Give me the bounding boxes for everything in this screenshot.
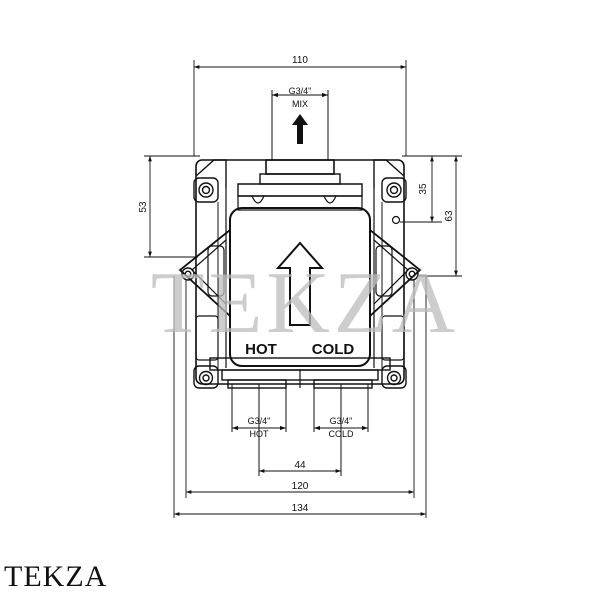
dim-35 xyxy=(400,155,442,223)
cold-thread-label: G3/4" xyxy=(330,416,353,426)
dim-134 xyxy=(173,276,427,518)
dim-44-label: 44 xyxy=(294,460,306,471)
cold-port-label: COLD xyxy=(328,429,354,439)
mix-port-label: MIX xyxy=(292,99,308,109)
inlet-ports xyxy=(231,384,369,476)
dim-63 xyxy=(418,155,462,277)
mix-arrow-icon xyxy=(292,114,308,144)
mix-outlet-stub xyxy=(237,159,363,197)
dim-120-label: 120 xyxy=(292,481,309,492)
mounting-ear-bottom-left xyxy=(193,365,219,389)
dim-35-label: 35 xyxy=(418,183,429,195)
dim-110 xyxy=(193,60,407,156)
body-label-hot: HOT xyxy=(245,341,277,358)
wing-bracket-right xyxy=(369,229,422,317)
mix-port xyxy=(271,90,329,160)
flow-arrow-icon xyxy=(275,241,325,326)
mix-thread-label: G3/4" xyxy=(289,86,312,96)
hot-thread-label: G3/4" xyxy=(248,416,271,426)
cover-plate xyxy=(229,207,371,367)
dim-53 xyxy=(144,155,200,258)
mounting-ear-top-right xyxy=(381,177,407,203)
dim-120 xyxy=(185,280,415,498)
mounting-ear-bottom-right xyxy=(381,365,407,389)
wing-bracket-left xyxy=(178,229,231,317)
dim-134-label: 134 xyxy=(292,503,309,514)
body-label-cold: COLD xyxy=(312,341,355,358)
dim-110-label: 110 xyxy=(292,55,308,66)
mounting-ear-top-left xyxy=(193,177,219,203)
dim-53-label: 53 xyxy=(138,201,149,213)
hot-port-label: HOT xyxy=(250,429,270,439)
valve-body xyxy=(178,159,422,389)
dim-63-label: 63 xyxy=(444,210,455,222)
watermark-text: TEKZA xyxy=(151,255,459,352)
brand-logo-text: TEKZA xyxy=(4,560,108,593)
